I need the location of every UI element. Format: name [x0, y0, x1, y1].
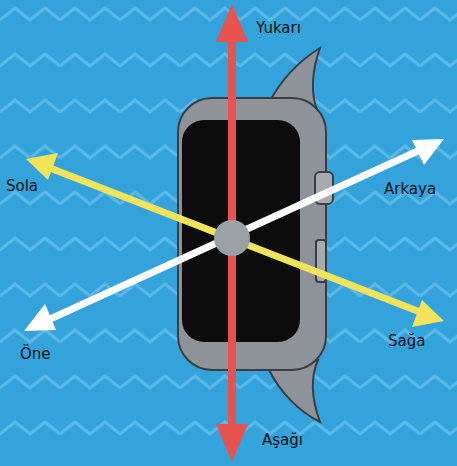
center-point	[214, 220, 250, 256]
axis-label: Aşağı	[262, 432, 303, 449]
axis-label: Arkaya	[384, 181, 436, 198]
axis-label: Öne	[20, 346, 51, 363]
axis-label: Yukarı	[256, 20, 301, 37]
axis-label: Sağa	[388, 333, 425, 350]
axis-label: Sola	[6, 178, 38, 195]
watch-illustration	[178, 48, 333, 422]
